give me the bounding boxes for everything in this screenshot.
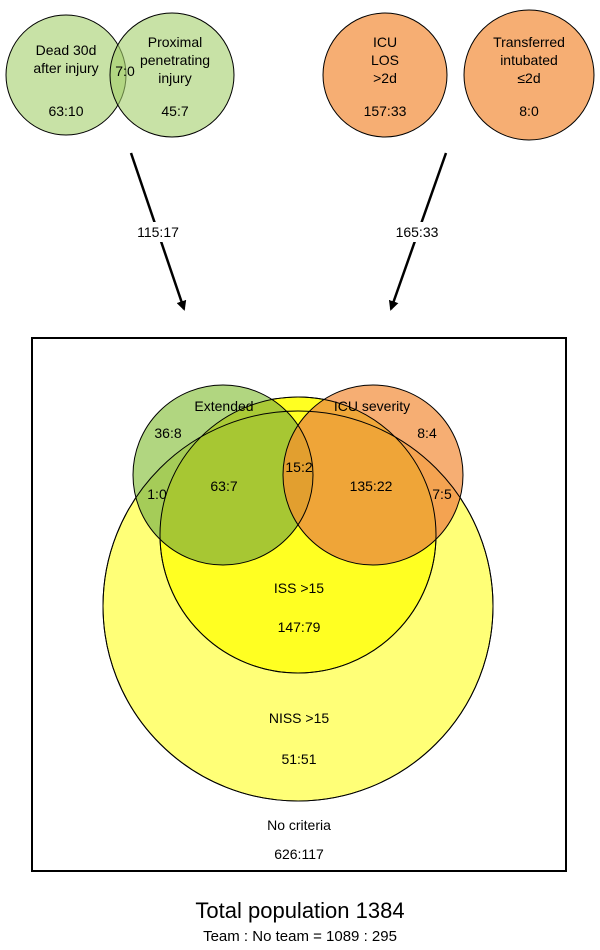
- proximal-penetrating-circle: [109, 12, 235, 138]
- transferred-count: 8:0: [519, 103, 539, 119]
- iss-count: 147:79: [278, 619, 321, 635]
- icu-los-label-line1: ICU: [373, 34, 397, 50]
- right-arrow-label: 165:33: [396, 224, 439, 240]
- top-right-venn: ICU LOS >2d 157:33 Transferred intubated…: [322, 9, 595, 141]
- left-arrow-label: 115:17: [137, 224, 179, 240]
- icu-los-count: 157:33: [364, 103, 407, 119]
- icu-los-label-line2: LOS: [371, 52, 399, 68]
- no-criteria-label: No criteria: [267, 817, 331, 833]
- icu-severity-only-count: 8:4: [417, 425, 437, 441]
- transferred-label-line2: intubated: [500, 52, 558, 68]
- dead-30d-label-line1: Dead 30d: [36, 42, 97, 58]
- extended-niss-count: 1:0: [147, 486, 167, 502]
- proximal-label-line2: penetrating: [140, 52, 210, 68]
- proximal-label-line3: injury: [158, 70, 191, 86]
- main-venn: Extended ICU severity 36:8 8:4 1:0 63:7 …: [102, 384, 494, 862]
- transferred-label-line1: Transferred: [493, 34, 565, 50]
- iss-label: ISS >15: [274, 580, 324, 596]
- extended-iss-count: 63:7: [210, 478, 237, 494]
- top-left-overlap-count: 7:0: [115, 63, 135, 79]
- triple-overlap-count: 15:2: [285, 459, 312, 475]
- top-left-venn: Dead 30d after injury 63:10 7:0 Proximal…: [5, 12, 235, 138]
- niss-count: 51:51: [281, 751, 316, 767]
- extended-only-count: 36:8: [154, 425, 181, 441]
- transferred-label-line3: ≤2d: [517, 70, 540, 86]
- extended-label: Extended: [194, 398, 253, 414]
- icu-severity-label: ICU severity: [334, 398, 410, 414]
- icu-los-circle: [322, 12, 448, 138]
- dead-30d-label-line2: after injury: [33, 60, 98, 76]
- proximal-count: 45:7: [161, 103, 188, 119]
- venn-diagram: Dead 30d after injury 63:10 7:0 Proximal…: [5, 9, 595, 872]
- transferred-intubated-circle: [463, 9, 595, 141]
- proximal-label-line1: Proximal: [148, 34, 202, 50]
- team-ratio-subtitle: Team : No team = 1089 : 295: [203, 928, 397, 945]
- icu-severity-iss-count: 135:22: [350, 478, 393, 494]
- arrows: 115:17 165:33: [124, 152, 450, 311]
- icu-severity-niss-count: 7:5: [432, 486, 452, 502]
- niss-label: NISS >15: [269, 710, 330, 726]
- population-box: [31, 337, 567, 872]
- dead-30d-count: 63:10: [48, 103, 83, 119]
- no-criteria-count: 626:117: [274, 846, 324, 862]
- icu-los-label-line3: >2d: [373, 70, 397, 86]
- total-population-title: Total population 1384: [195, 898, 405, 923]
